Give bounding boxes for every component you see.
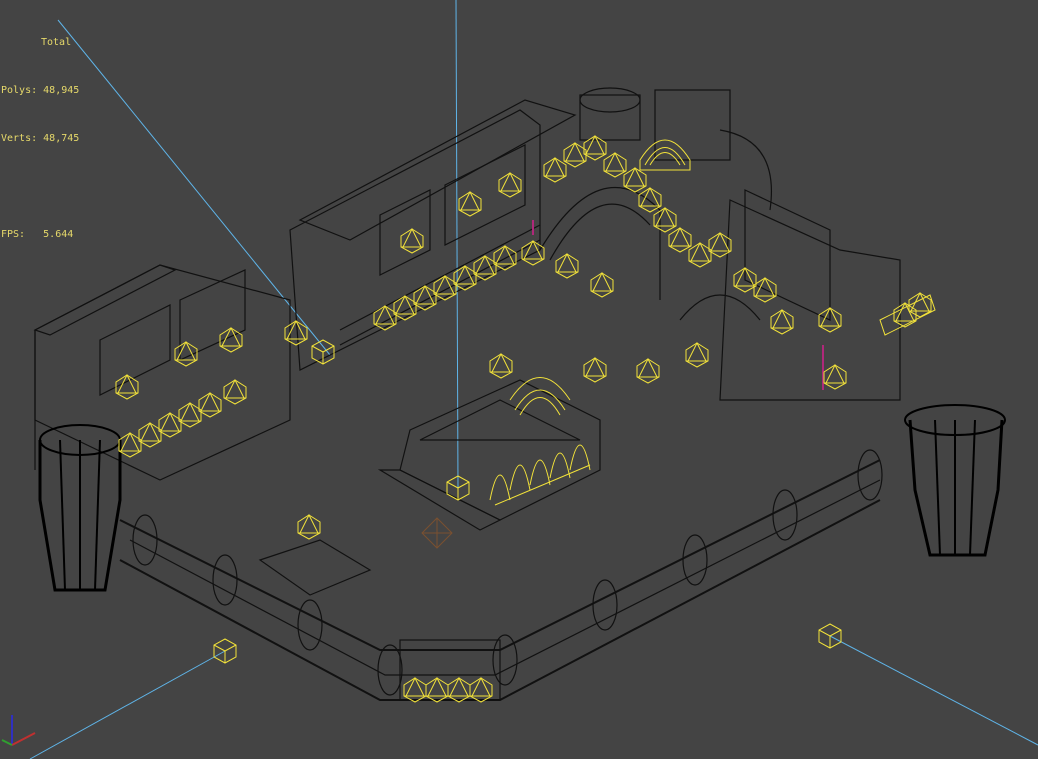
y-axis-icon [1,739,13,746]
target-marker [421,517,453,549]
camera-lines [29,0,1038,759]
stats-fps: FPS: 5.644 [1,227,79,243]
stats-verts: Verts: 48,745 [1,131,79,147]
viewport-statistics: Total Polys: 48,945 Verts: 48,745 FPS: 5… [1,3,79,275]
stats-polys: Polys: 48,945 [1,83,79,99]
building-wireframe [33,87,1006,701]
stats-title: Total [41,37,72,48]
selection-accents [532,220,824,390]
polys-label: Polys: [1,85,38,96]
x-axis-icon [11,732,36,746]
axis-gizmo [1,715,36,746]
right-pillar [904,404,1006,557]
left-pillar [38,424,122,592]
light-objects[interactable] [115,135,932,703]
verts-value: 48,745 [43,133,80,144]
fps-label: FPS: [1,229,26,240]
verts-label: Verts: [1,133,38,144]
polys-value: 48,945 [43,85,80,96]
light-clusters [489,139,936,506]
fps-value: 5.644 [43,229,74,240]
